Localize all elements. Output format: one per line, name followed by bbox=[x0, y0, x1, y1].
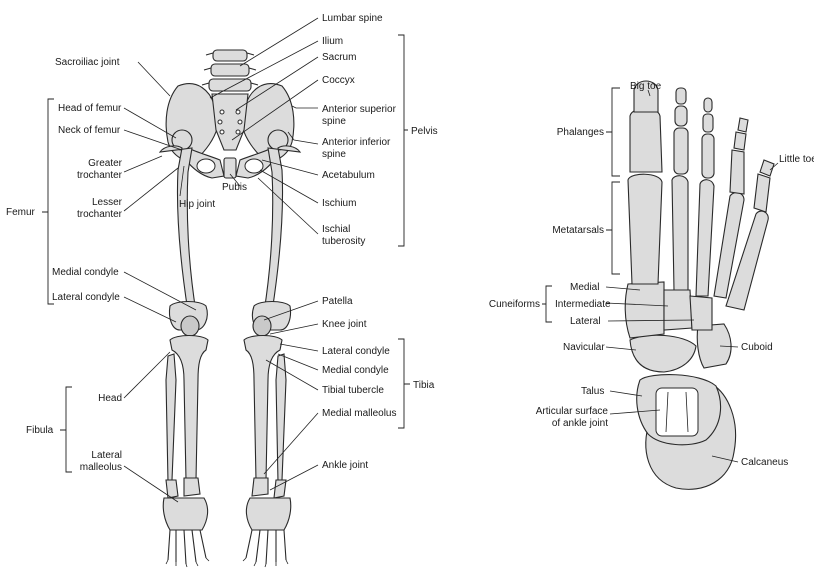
foot-skeleton-illustration bbox=[625, 81, 774, 489]
label-anterior-superior-2: spine bbox=[322, 116, 346, 127]
label-lateral-cuneiform: Lateral bbox=[570, 316, 601, 327]
label-pelvis: Pelvis bbox=[411, 126, 438, 137]
left-patella-bone bbox=[181, 316, 199, 336]
label-phalanges: Phalanges bbox=[557, 127, 604, 138]
label-lesser-2: trochanter bbox=[77, 209, 123, 220]
label-medial-malleolus: Medial malleolus bbox=[322, 408, 396, 419]
label-lateral-condyle-femur: Lateral condyle bbox=[52, 292, 120, 303]
label-hip-joint: Hip joint bbox=[179, 199, 215, 210]
label-ankle-joint: Ankle joint bbox=[322, 460, 368, 471]
label-medial-condyle-tibia: Medial condyle bbox=[322, 365, 389, 376]
label-lateral-2: malleolus bbox=[80, 462, 122, 473]
label-knee-joint: Knee joint bbox=[322, 319, 367, 330]
label-tibia: Tibia bbox=[413, 380, 435, 391]
label-articular-1: Articular surface bbox=[536, 406, 609, 417]
navicular-bone bbox=[630, 335, 696, 372]
label-tibial-tubercle: Tibial tubercle bbox=[322, 385, 384, 396]
medial-cuneiform-bone bbox=[625, 282, 664, 338]
label-ilium: Ilium bbox=[322, 36, 343, 47]
label-calcaneus: Calcaneus bbox=[741, 457, 788, 468]
metatarsals-bracket bbox=[606, 182, 620, 274]
label-articular-2: of ankle joint bbox=[552, 418, 608, 429]
lateral-cuneiform-bone bbox=[690, 296, 712, 330]
label-pubis: Pubis bbox=[222, 182, 247, 193]
label-anterior-inferior-2: spine bbox=[322, 149, 346, 160]
label-fibula: Fibula bbox=[26, 425, 54, 436]
label-patella: Patella bbox=[322, 296, 353, 307]
label-cuneiforms: Cuneiforms bbox=[489, 299, 540, 310]
label-lateral-condyle-tibia: Lateral condyle bbox=[322, 346, 390, 357]
label-big-toe: Big toe bbox=[630, 81, 662, 92]
label-head: Head bbox=[98, 393, 122, 404]
label-ischial-2: tuberosity bbox=[322, 236, 365, 247]
label-sacrum: Sacrum bbox=[322, 52, 356, 63]
left-tibia-fibula-bones bbox=[166, 336, 208, 499]
cuneiforms-bracket bbox=[542, 286, 552, 322]
label-acetabulum: Acetabulum bbox=[322, 170, 375, 181]
label-ischial-1: Ischial bbox=[322, 224, 350, 235]
label-anterior-inferior-1: Anterior inferior bbox=[322, 137, 391, 148]
right-foot-bones bbox=[243, 498, 291, 567]
label-anterior-superior-1: Anterior superior bbox=[322, 104, 397, 115]
label-medial: Medial bbox=[570, 282, 599, 293]
label-femur: Femur bbox=[6, 207, 36, 218]
phalanges-bracket bbox=[606, 88, 620, 176]
ankle-articular-surface bbox=[656, 388, 698, 436]
label-cuboid: Cuboid bbox=[741, 342, 773, 353]
label-sacroiliac-joint: Sacroiliac joint bbox=[55, 57, 120, 68]
label-greater-2: trochanter bbox=[77, 170, 123, 181]
intermediate-cuneiform-bone bbox=[664, 290, 692, 330]
left-foot-bones bbox=[163, 498, 209, 567]
fibula-bracket bbox=[60, 387, 72, 472]
label-intermediate: Intermediate bbox=[555, 299, 611, 310]
label-ischium: Ischium bbox=[322, 198, 356, 209]
label-navicular: Navicular bbox=[563, 342, 605, 353]
label-lateral-1: Lateral bbox=[91, 450, 122, 461]
tibia-bracket bbox=[398, 339, 410, 428]
label-coccyx: Coccyx bbox=[322, 75, 355, 86]
leg-skeleton-illustration bbox=[160, 50, 300, 567]
label-metatarsals: Metatarsals bbox=[552, 225, 604, 236]
label-greater-1: Greater bbox=[88, 158, 123, 169]
label-little-toe: Little toe bbox=[779, 154, 814, 165]
label-medial-condyle-femur: Medial condyle bbox=[52, 267, 119, 278]
right-tibia-fibula-bones bbox=[244, 336, 286, 499]
label-head-of-femur: Head of femur bbox=[58, 103, 122, 114]
right-patella-bone bbox=[253, 316, 271, 336]
label-lumbar-spine: Lumbar spine bbox=[322, 13, 383, 24]
label-talus: Talus bbox=[581, 386, 604, 397]
label-lesser-1: Lesser bbox=[92, 197, 123, 208]
label-neck-of-femur: Neck of femur bbox=[58, 125, 121, 136]
lumbar-spine-bones bbox=[202, 50, 258, 91]
pelvis-bracket bbox=[398, 35, 408, 246]
